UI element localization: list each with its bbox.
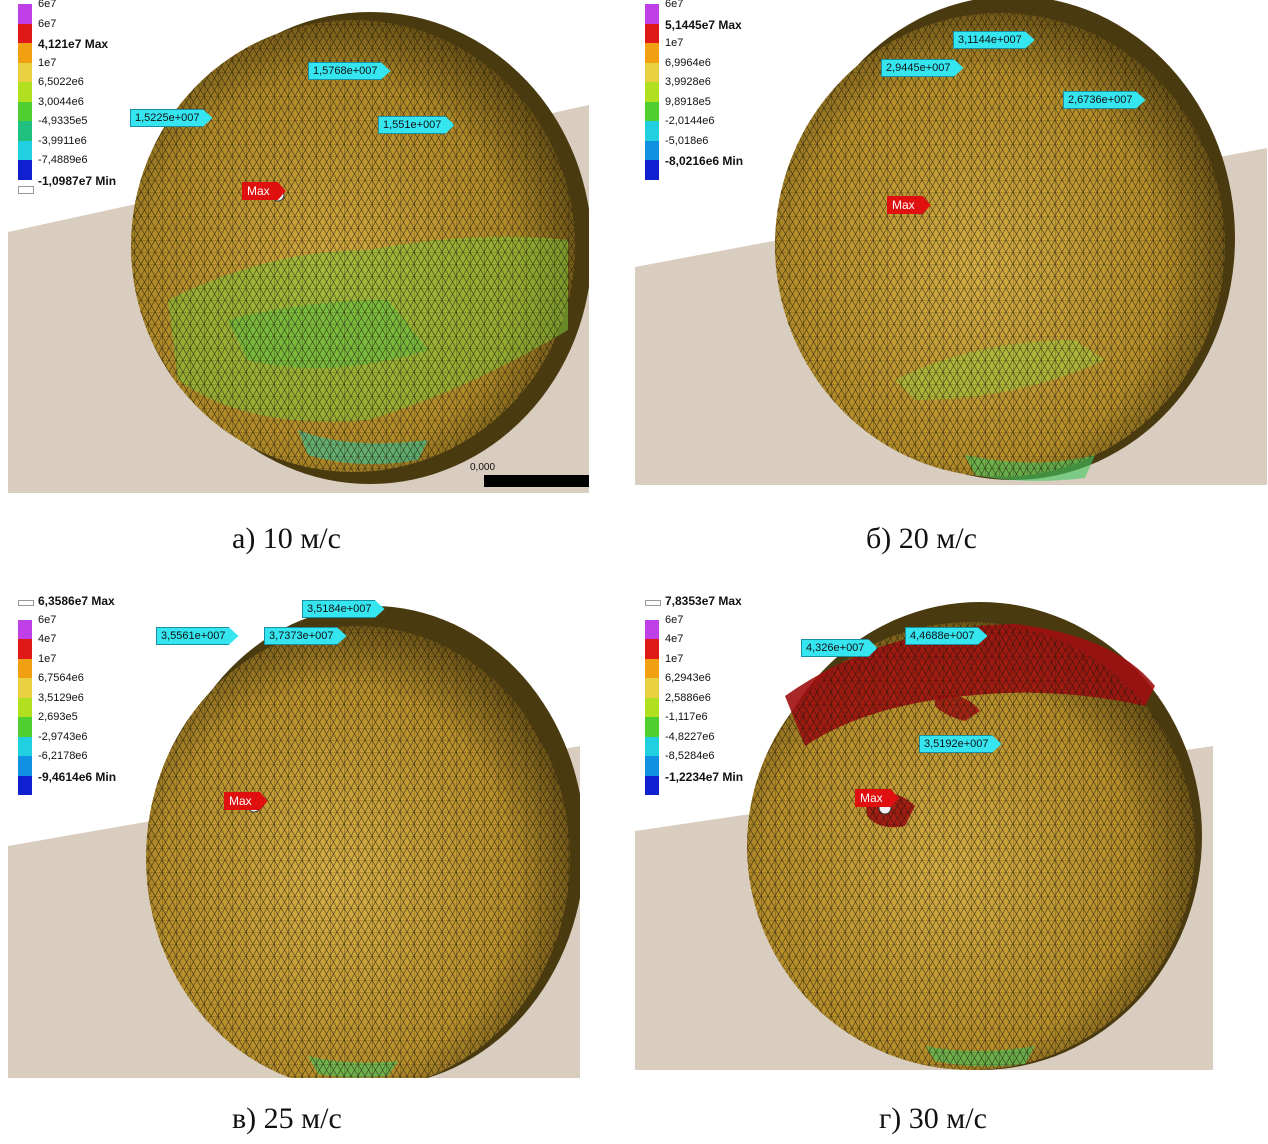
legend-label: 6,3586e7 Max [38, 596, 115, 608]
legend-label: 3,9928e6 [665, 76, 711, 88]
max-marker: Max [855, 789, 899, 807]
probe-label: 2,6736e+007 [1063, 91, 1146, 109]
panel-c: 3,5184e+007 3,5561e+007 3,7373e+007 Max … [8, 596, 580, 1078]
legend-label: 4,121e7 Max [38, 37, 109, 51]
legend-label: 6,7564e6 [38, 672, 84, 684]
legend-label: 2,693e5 [38, 711, 78, 723]
legend-label: 1e7 [665, 652, 684, 665]
probe-label: 1,5768e+007 [308, 62, 391, 80]
probe-label: 2,9445e+007 [881, 59, 964, 77]
legend-label: 6e7 [38, 17, 57, 30]
legend-label: 6,9964e6 [665, 56, 711, 69]
legend-label: 7,8353e7 Max [665, 596, 742, 608]
caption-b: б) 20 м/с [866, 522, 977, 555]
caption-d: г) 30 м/с [879, 1102, 987, 1135]
legend-label: 1e7 [38, 652, 57, 665]
scale-bar: 0,000 [470, 462, 589, 487]
legend-label: 3,0044e6 [38, 95, 84, 108]
probe-label: 3,5192e+007 [919, 735, 1002, 753]
panel-a-scene [8, 12, 589, 493]
probe-label: 3,5184e+007 [302, 600, 385, 618]
legend-label: -1,2234e7 Min [665, 769, 744, 784]
max-marker: Max [224, 792, 268, 810]
legend-label: 6,2943e6 [665, 672, 711, 684]
legend-label: -4,9335e5 [38, 115, 88, 127]
legend-label: -8,0216e6 Min [665, 154, 744, 168]
legend-label: 1e7 [38, 56, 57, 69]
legend-label: 6,5022e6 [38, 76, 84, 88]
probe-label: 3,5561e+007 [156, 627, 239, 645]
legend-label: -4,8227e6 [665, 730, 715, 743]
max-marker: Max [887, 196, 931, 214]
caption-a: а) 10 м/с [232, 522, 341, 555]
probe-label: 4,326e+007 [801, 639, 878, 657]
probe-label: 3,7373e+007 [264, 627, 347, 645]
legend-label: 1e7 [665, 37, 684, 49]
legend-label: 6e7 [38, 613, 57, 626]
legend-label: 6e7 [665, 613, 684, 626]
scale-value: 0,000 [470, 462, 496, 473]
legend-label: 6e7 [665, 0, 684, 10]
legend-label: 2,5886e6 [665, 691, 711, 704]
legend-label: -9,4614e6 Min [38, 769, 117, 784]
legend-label: 6e7 [38, 0, 57, 10]
legend-label: -2,0144e6 [665, 115, 715, 127]
legend-label: 3,5129e6 [38, 691, 84, 704]
probe-label: 3,1144e+007 [953, 31, 1035, 49]
panel-c-scene [8, 606, 580, 1078]
legend-label: -1,117e6 [665, 711, 708, 723]
max-marker: Max [242, 182, 286, 200]
legend-label: -7,4889e6 [38, 154, 88, 166]
legend-label: -2,9743e6 [38, 730, 88, 743]
probe-label: 4,4688e+007 [905, 627, 988, 645]
legend-label: 9,8918e5 [665, 95, 711, 108]
legend-label: 4e7 [38, 633, 57, 645]
panel-d: 4,326e+007 4,4688e+007 3,5192e+007 Max 7… [635, 596, 1213, 1070]
panel-b: 3,1144e+007 2,9445e+007 2,6736e+007 Max … [635, 0, 1267, 485]
probe-label: 1,5225e+007 [130, 109, 213, 127]
legend-label: 5,1445e7 Max [665, 17, 742, 32]
legend-label: -6,2178e6 [38, 750, 88, 762]
panel-a: 1,5768e+007 1,5225e+007 1,551e+007 Max 6… [8, 0, 589, 493]
legend-label: -8,5284e6 [665, 750, 715, 762]
probe-label: 1,551e+007 [378, 116, 455, 134]
legend-label: -1,0987e7 Min [38, 173, 117, 188]
legend-label: 4e7 [665, 633, 684, 645]
panel-d-scene [635, 602, 1213, 1070]
legend-label: -5,018e6 [665, 134, 709, 147]
caption-c: в) 25 м/с [232, 1102, 342, 1135]
panel-b-scene [635, 0, 1267, 485]
legend-label: -3,9911e6 [38, 134, 87, 147]
